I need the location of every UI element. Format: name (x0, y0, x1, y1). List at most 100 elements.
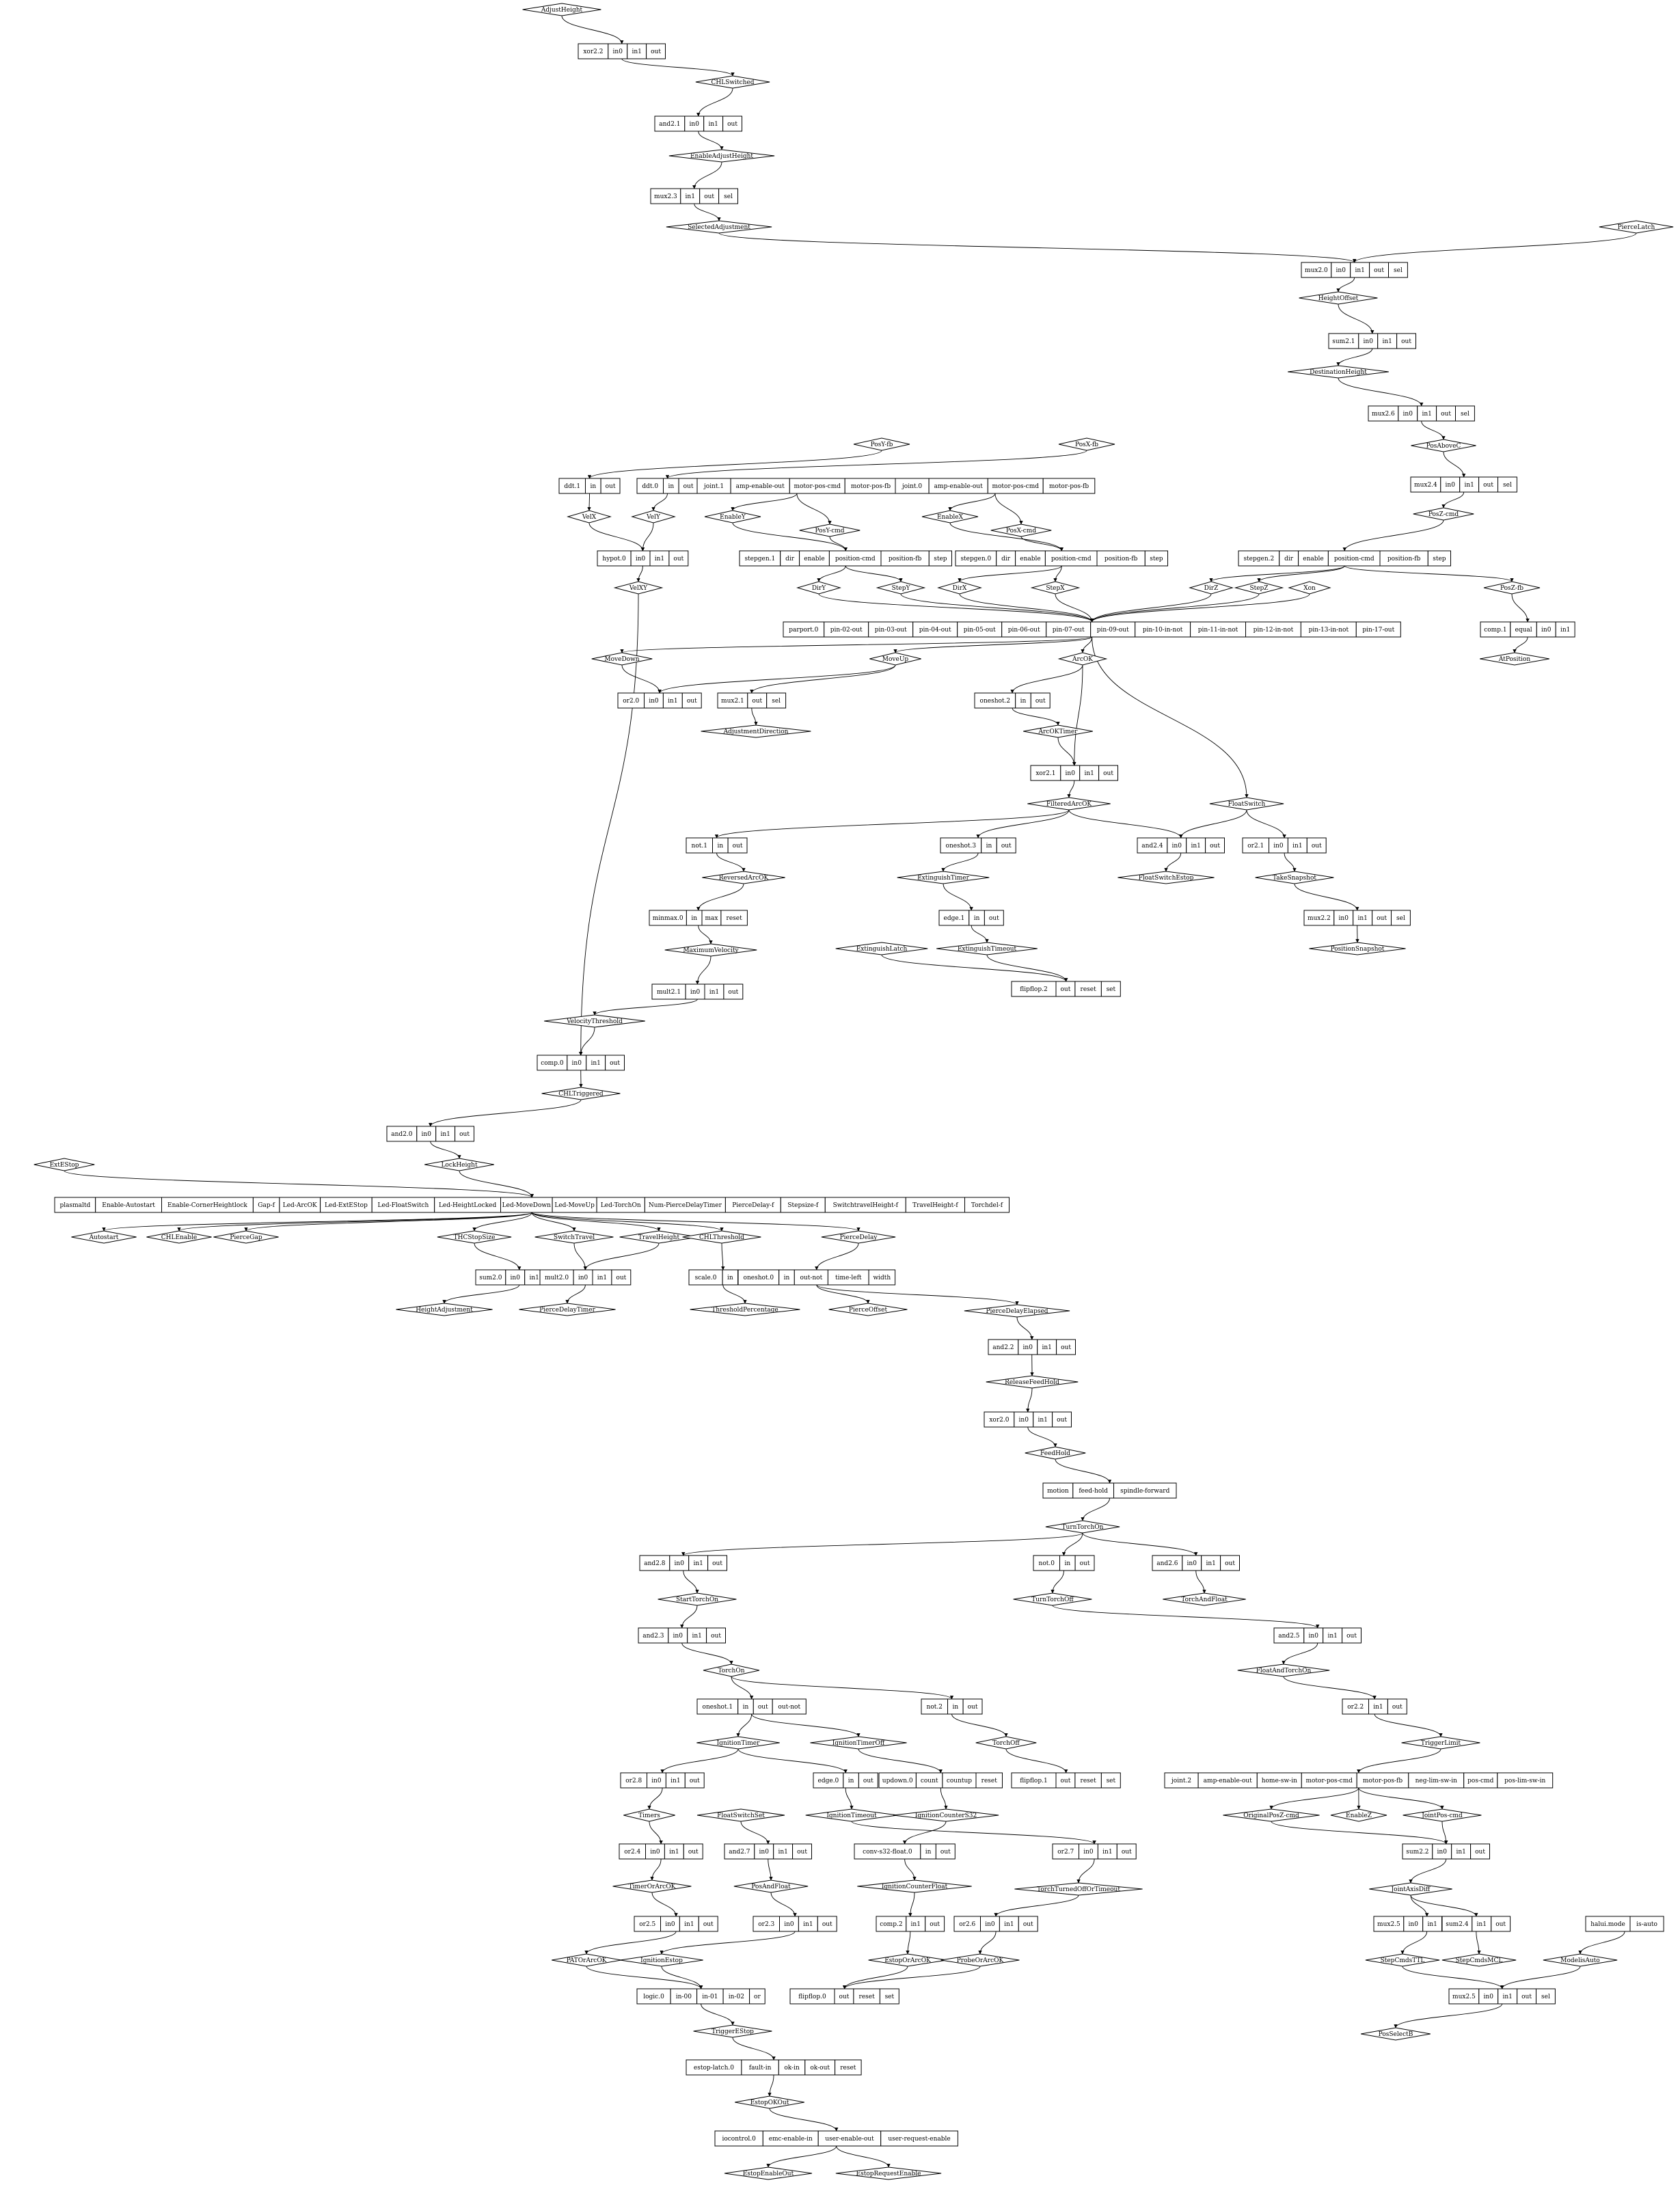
component-pin: sel (1541, 1994, 1550, 2000)
component-pin: in0 (985, 1921, 995, 1928)
component-field-box (880, 2130, 958, 2147)
edge-connector (902, 1821, 947, 1845)
edge-connector (681, 1642, 733, 1665)
signal-diamond (1234, 581, 1284, 595)
signal-diamond (835, 942, 928, 955)
edge-connector (1294, 883, 1359, 911)
signal-diamond (690, 1303, 800, 1316)
edge-connector (1342, 519, 1444, 552)
component-name: mux2.5 (1452, 1994, 1476, 2000)
signal-diamond (666, 220, 772, 234)
signal-label: StartTorchOn (676, 1597, 718, 1603)
signal-diamond (1255, 871, 1334, 884)
component-pin: width (873, 1275, 891, 1281)
component-pin: in1 (1102, 1849, 1112, 1856)
edge-connector (698, 925, 713, 945)
component-pin: in0 (784, 1921, 794, 1928)
signal-diamond (796, 581, 841, 595)
component-name: or2.3 (758, 1921, 774, 1928)
component-field-box (1144, 550, 1169, 567)
signal-label: PosY-cmd (815, 528, 844, 534)
signal-label: FloatAndTorchOn (1256, 1668, 1312, 1674)
component-pin: Led-TorchOn (601, 1202, 641, 1209)
component-field-box (605, 1055, 625, 1071)
edge-connector (1055, 1458, 1112, 1484)
signal-label: IgnitionTimer (717, 1740, 760, 1747)
edge-connector (1005, 1748, 1068, 1774)
signal-TorchOn: TorchOn (703, 1663, 760, 1677)
signal-PosAboveC: PosAboveC (1411, 439, 1476, 452)
signal-diamond (921, 510, 979, 524)
component-name: flipflop.0 (798, 1994, 826, 2000)
component-pin: in0 (673, 1633, 683, 1640)
signal-diamond (1027, 797, 1111, 811)
component-pin: in0 (1446, 482, 1456, 489)
signal-diamond (702, 871, 785, 884)
component-field-box (600, 478, 621, 494)
edge-connector (587, 493, 591, 511)
edge-connector (1344, 565, 1514, 582)
edge-connector (587, 450, 882, 479)
component-pin: position-fb (889, 556, 922, 562)
component-pin: in1 (1422, 411, 1431, 418)
component-field-box (1116, 1843, 1137, 1860)
signal-label: TriggerLimit (1421, 1740, 1461, 1747)
component-field-box (1555, 621, 1575, 638)
signal-label: FloatSwitchSet (717, 1812, 765, 1819)
component-pin: in1 (668, 698, 677, 705)
signal-VelXY: VelXY (613, 581, 664, 595)
component-pin: in (925, 1849, 932, 1856)
component-pin: out (1061, 986, 1071, 993)
component-pin: reset (981, 1778, 998, 1784)
signal-label: VelY (646, 514, 661, 521)
component-name: and2.3 (642, 1633, 664, 1640)
edge-connector (1090, 593, 1260, 623)
component-field-box (1470, 1843, 1491, 1860)
signal-label: FloatSwitchEstop (1139, 875, 1194, 882)
component-field-box (684, 1772, 705, 1789)
component-pin: sel (1396, 915, 1405, 922)
edge-connector (949, 522, 1063, 552)
signal-TimerOrArcOK: TimerOrArcOK (612, 1879, 692, 1893)
edge-connector (1089, 593, 1212, 623)
component-field-box (455, 1126, 474, 1142)
component-pin: out (839, 1994, 850, 2000)
signal-PosSelectB: PosSelectB (1361, 2027, 1431, 2041)
signal-label: TorchTurnedOffOrTimeout (1037, 1886, 1120, 1893)
component-pin: out (1035, 698, 1046, 705)
edge-connector (701, 2003, 735, 2026)
signal-JointPos-cmd: JointPos-cmd (1403, 1808, 1482, 1822)
component-pin: in0 (1066, 770, 1076, 777)
component-field-box (1536, 1988, 1556, 2005)
component-pin: in (1020, 698, 1027, 705)
signal-label: CHLTriggered (558, 1091, 604, 1098)
component-pin: in0 (1083, 1849, 1094, 1856)
edge-connector (1016, 1316, 1034, 1340)
component-name: plasmaltd (59, 1202, 90, 1209)
component-field-box (996, 837, 1016, 854)
edge-connector (817, 565, 846, 582)
component-pin: out (688, 1849, 699, 1856)
edge-connector (244, 1212, 532, 1232)
signal-IgnitionTimerOff: IgnitionTimerOff (810, 1736, 907, 1750)
component-pin: amp-enable-out (1204, 1778, 1252, 1784)
component-pin: in (691, 915, 697, 922)
component-pin: set (1107, 986, 1116, 993)
component-pin: in1 (803, 1921, 813, 1928)
component-pin: in1 (1373, 1704, 1383, 1711)
signal-diamond (735, 2095, 804, 2109)
component-pin: user-enable-out (825, 2136, 874, 2143)
signal-diamond (1309, 942, 1406, 955)
component-pin: in1 (1191, 843, 1200, 850)
component-name: xor2.1 (1035, 770, 1055, 777)
edge-connector (722, 1284, 747, 1304)
component-field-box (1427, 550, 1452, 567)
